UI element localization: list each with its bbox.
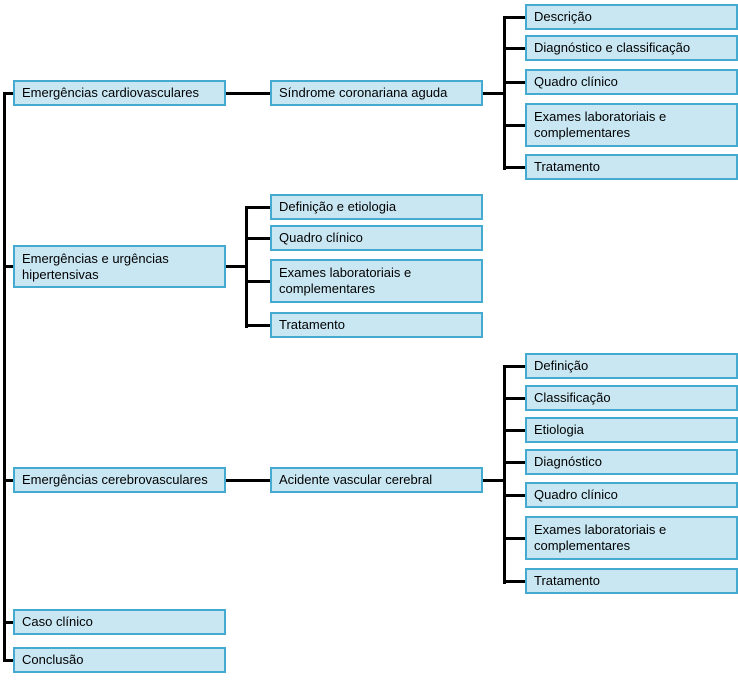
connector-cerebrovasculares-avc (226, 479, 270, 482)
connector-sca-exames (503, 124, 525, 127)
box-emergencias-urgencias-hipertensivas: Emergências e urgências hipertensivas (13, 245, 226, 288)
connector-trunk-hipertensivas (3, 265, 13, 268)
trunk-line (3, 92, 6, 662)
box-avc-quadro-clinico: Quadro clínico (525, 482, 738, 508)
connector-hip-definicao (245, 206, 270, 209)
box-avc-etiologia: Etiologia (525, 417, 738, 443)
connector-hip-exames (245, 280, 270, 283)
sca-branch-line (503, 16, 506, 170)
box-avc-classificacao: Classificação (525, 385, 738, 411)
connector-trunk-cerebrovasculares (3, 479, 13, 482)
connector-trunk-caso-clinico (3, 621, 13, 624)
box-sca-descricao: Descrição (525, 4, 738, 30)
connector-sca-descricao (503, 16, 525, 19)
connector-sca-tratamento (503, 166, 525, 169)
connector-cardiovasculares-sca (226, 92, 270, 95)
connector-avc-diagnostico (503, 461, 525, 464)
box-sca-diagnostico-e-classificacao: Diagnóstico e classificação (525, 35, 738, 61)
connector-avc-parent (483, 479, 505, 482)
box-emergencias-cerebrovasculares: Emergências cerebrovasculares (13, 467, 226, 493)
avc-branch-line (503, 365, 506, 584)
connector-sca-quadro (503, 81, 525, 84)
connector-avc-classificacao (503, 397, 525, 400)
connector-hipertensivas-parent (226, 265, 248, 268)
connector-sca-diagnostico (503, 47, 525, 50)
connector-trunk-cardiovasculares (3, 92, 13, 95)
box-conclusao: Conclusão (13, 647, 226, 673)
connector-sca-parent (483, 92, 505, 95)
box-hip-tratamento: Tratamento (270, 312, 483, 338)
box-hip-exames-laboratoriais: Exames laboratoriais e complementares (270, 259, 483, 303)
box-acidente-vascular-cerebral: Acidente vascular cerebral (270, 467, 483, 493)
box-avc-definicao: Definição (525, 353, 738, 379)
connector-avc-quadro (503, 494, 525, 497)
connector-hip-quadro (245, 237, 270, 240)
connector-avc-exames (503, 537, 525, 540)
box-hip-definicao-e-etiologia: Definição e etiologia (270, 194, 483, 220)
box-sca-quadro-clinico: Quadro clínico (525, 69, 738, 95)
connector-hip-tratamento (245, 324, 270, 327)
box-avc-diagnostico: Diagnóstico (525, 449, 738, 475)
box-caso-clinico: Caso clínico (13, 609, 226, 635)
box-hip-quadro-clinico: Quadro clínico (270, 225, 483, 251)
box-sca-tratamento: Tratamento (525, 154, 738, 180)
box-avc-tratamento: Tratamento (525, 568, 738, 594)
connector-avc-definicao (503, 365, 525, 368)
connector-avc-etiologia (503, 429, 525, 432)
box-emergencias-cardiovasculares: Emergências cardiovasculares (13, 80, 226, 106)
box-sca-exames-laboratoriais: Exames laboratoriais e complementares (525, 103, 738, 147)
box-sindrome-coronariana-aguda: Síndrome coronariana aguda (270, 80, 483, 106)
hipertensivas-branch-line (245, 206, 248, 328)
connector-avc-tratamento (503, 580, 525, 583)
box-avc-exames-laboratoriais: Exames laboratoriais e complementares (525, 516, 738, 560)
connector-trunk-conclusao (3, 659, 13, 662)
